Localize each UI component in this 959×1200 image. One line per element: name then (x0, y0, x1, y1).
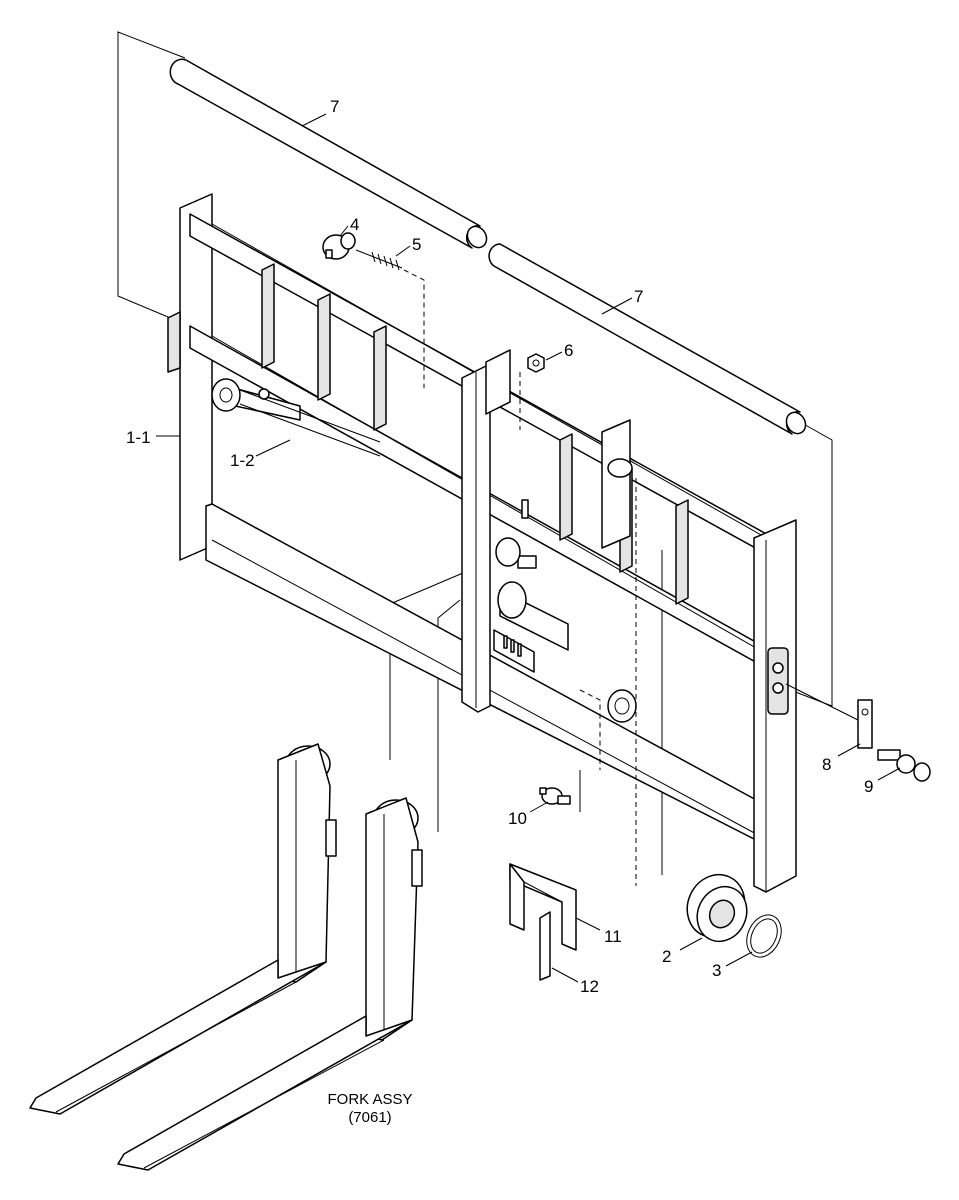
spring-5 (355, 249, 403, 271)
callout-3: 3 (712, 961, 721, 980)
caption-code: (7061) (348, 1109, 391, 1126)
callout-1-2: 1-2 (230, 451, 255, 470)
callout-10: 10 (508, 809, 527, 828)
callout-labels: 1-1 1-2 2 3 4 5 6 7 7 8 9 10 11 12 (126, 97, 873, 996)
plate-8 (785, 683, 873, 749)
callout-7-upper: 7 (330, 97, 339, 116)
snap-ring-3 (746, 914, 782, 958)
callout-11: 11 (604, 927, 622, 946)
cylinder-1-2 (211, 378, 381, 457)
bracket-11 (509, 863, 577, 951)
nut-6 (527, 353, 545, 373)
grease-fitting-10 (539, 787, 571, 805)
tube-7-right (488, 243, 807, 435)
fork-assy-caption: FORK ASSY (7061) (327, 1091, 412, 1126)
bushing-4 (322, 232, 356, 260)
bearing-2 (686, 873, 748, 943)
caption-title: FORK ASSY (327, 1091, 412, 1108)
callout-1-1: 1-1 (126, 428, 151, 447)
callout-4: 4 (350, 215, 359, 234)
tube-7-left (169, 58, 488, 249)
bolt-9 (877, 749, 931, 782)
callout-2: 2 (662, 947, 671, 966)
callout-9: 9 (864, 777, 873, 796)
callout-6: 6 (564, 341, 573, 360)
pin (521, 499, 529, 519)
leader-lines (156, 113, 901, 983)
fork-rear (29, 743, 337, 1115)
carriage-frame-1-1 (167, 193, 797, 893)
callout-7-lower: 7 (634, 287, 643, 306)
callout-8: 8 (822, 755, 831, 774)
fork-front (117, 797, 423, 1171)
shim-12 (539, 911, 551, 981)
callout-5: 5 (412, 235, 421, 254)
callout-12: 12 (580, 977, 599, 996)
